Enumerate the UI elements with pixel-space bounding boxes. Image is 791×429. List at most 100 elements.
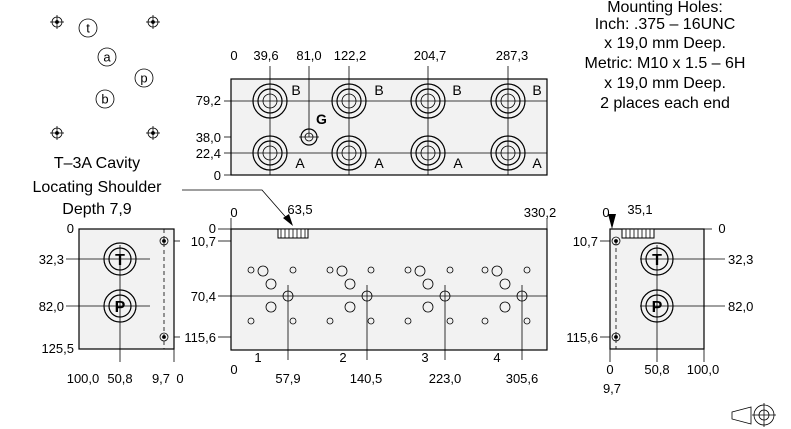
port-t-left-label: T [115, 252, 125, 269]
port-a-2 [331, 135, 367, 171]
legend-t: t [86, 21, 90, 36]
port-a-label-2: A [374, 155, 384, 171]
top-y-dim-3: 0 [214, 168, 221, 183]
mount-hole-right-top [611, 236, 621, 246]
cavity-line-1: T–3A Cavity [54, 155, 140, 172]
mount-hole-symbol [50, 126, 64, 140]
left-dim-3: 125,5 [41, 341, 74, 356]
station-number-3: 3 [421, 350, 428, 365]
top-x-dim-4: 204,7 [414, 48, 447, 63]
front-bottom-dim-3: 223,0 [429, 371, 462, 386]
station-3-holes [404, 265, 454, 325]
cavity-note: T–3A Cavity Locating Shoulder Depth 7,9 [33, 155, 293, 226]
right-cavity-hatching [625, 229, 651, 238]
front-bottom-dim-1: 57,9 [275, 371, 300, 386]
port-b-1 [252, 83, 288, 119]
front-bottom-dim-4: 305,6 [506, 371, 539, 386]
top-x-dim-5: 287,3 [496, 48, 529, 63]
port-p-left [103, 289, 137, 323]
top-x-dim-3: 122,2 [334, 48, 367, 63]
cavity-line-2: Locating Shoulder [33, 179, 163, 196]
right-end-view: T P 0 35,1 0 10,7 32,3 82,0 115,6 0 50,8… [566, 202, 753, 396]
left-dim-1: 32,3 [39, 252, 64, 267]
top-x-dim-0: 0 [230, 48, 237, 63]
mount-hole-symbol [146, 126, 160, 140]
mount-hole-left-bottom [159, 332, 169, 342]
legend: t a p b [50, 15, 160, 140]
right-top-dim-2: 0 [718, 221, 725, 236]
station-number-2: 2 [339, 350, 346, 365]
port-p-left-label: P [115, 299, 126, 316]
front-left-dim-2: 70,4 [191, 289, 216, 304]
mounting-holes-note: Mounting Holes: Inch: .375 – 16UNC x 19,… [585, 0, 746, 112]
top-y-dim-0: 79,2 [196, 93, 221, 108]
leader-arrowhead [283, 214, 293, 226]
right-bottom-dim-2: 100,0 [687, 362, 720, 377]
port-t-left [103, 242, 137, 276]
top-view-plate [230, 78, 548, 176]
left-bottom-dim-3: 0 [176, 371, 183, 386]
gauge-port-label: G [316, 111, 327, 127]
front-top-dim-0: 0 [230, 205, 237, 220]
mount-hole-left-top [159, 236, 169, 246]
left-bottom-dim-1: 50,8 [107, 371, 132, 386]
front-left-dim-1: 10,7 [191, 234, 216, 249]
left-bottom-dim-0: 100,0 [67, 371, 100, 386]
station-number-1: 1 [254, 350, 261, 365]
right-side-dim-3: 115,6 [566, 330, 598, 345]
port-b-label-4: B [532, 82, 541, 98]
note-line-2: Inch: .375 – 16UNC [595, 16, 736, 33]
front-view-plate [230, 228, 548, 351]
station-4-holes [481, 265, 531, 325]
left-bottom-dim-2: 9,7 [152, 371, 170, 386]
mount-hole-symbol [146, 15, 160, 29]
left-dim-0: 0 [67, 221, 74, 236]
top-view: G B B B B A A A A 0 39,6 81,0 122,2 204,… [196, 48, 548, 183]
port-b-label-2: B [374, 82, 383, 98]
port-a-4 [490, 135, 526, 171]
legend-a: a [103, 50, 111, 65]
top-y-dim-1: 38,0 [196, 130, 221, 145]
front-top-dim-1: 63,5 [287, 202, 312, 217]
note-line-5: x 19,0 mm Deep. [604, 75, 726, 92]
front-left-dim-0: 0 [209, 221, 216, 236]
legend-p: p [140, 71, 147, 86]
front-left-dim-3: 115,6 [184, 330, 216, 345]
port-b-label-3: B [452, 82, 461, 98]
legend-b: b [101, 92, 108, 107]
top-y-dim-2: 22,4 [196, 146, 221, 161]
port-a-label-4: A [532, 155, 542, 171]
right-top-dim-1: 35,1 [627, 202, 652, 217]
front-view: 0 63,5 330,2 0 10,7 70,4 115,6 0 57,9 14… [184, 202, 556, 386]
right-bottom-dim-1: 50,8 [644, 362, 669, 377]
port-b-4 [490, 83, 526, 119]
right-top-dim-0: 0 [602, 205, 609, 220]
port-b-label-1: B [291, 82, 300, 98]
cavity-hatching [280, 229, 306, 238]
mount-hole-symbol [50, 15, 64, 29]
note-line-6: 2 places each end [600, 95, 730, 112]
left-end-plate [78, 228, 175, 350]
note-line-1: Mounting Holes: [607, 0, 723, 16]
note-line-4: Metric: M10 x 1.5 – 6H [585, 55, 746, 72]
right-side-dim-0: 10,7 [573, 234, 598, 249]
right-side-dim-1: 32,3 [728, 252, 753, 267]
port-a-1 [252, 135, 288, 171]
front-bottom-dim-0: 0 [230, 362, 237, 377]
right-bottom-dim-0: 0 [606, 362, 613, 377]
station-1-holes [247, 265, 297, 325]
station-number-4: 4 [493, 350, 500, 365]
gauge-port [299, 128, 319, 146]
port-t-right-label: T [652, 252, 662, 269]
right-bottom-dim-3: 9,7 [603, 381, 621, 396]
port-a-label-1: A [295, 155, 305, 171]
cavity-line-3: Depth 7,9 [62, 201, 131, 218]
left-end-view: T P 0 32,3 82,0 125,5 100,0 50,8 9,7 0 [39, 221, 184, 386]
port-a-label-3: A [453, 155, 463, 171]
front-top-dim-2: 330,2 [524, 205, 557, 220]
port-b-2 [331, 83, 367, 119]
front-bottom-dim-2: 140,5 [350, 371, 383, 386]
note-line-3: x 19,0 mm Deep. [604, 35, 726, 52]
mount-hole-right-bottom [611, 332, 621, 342]
